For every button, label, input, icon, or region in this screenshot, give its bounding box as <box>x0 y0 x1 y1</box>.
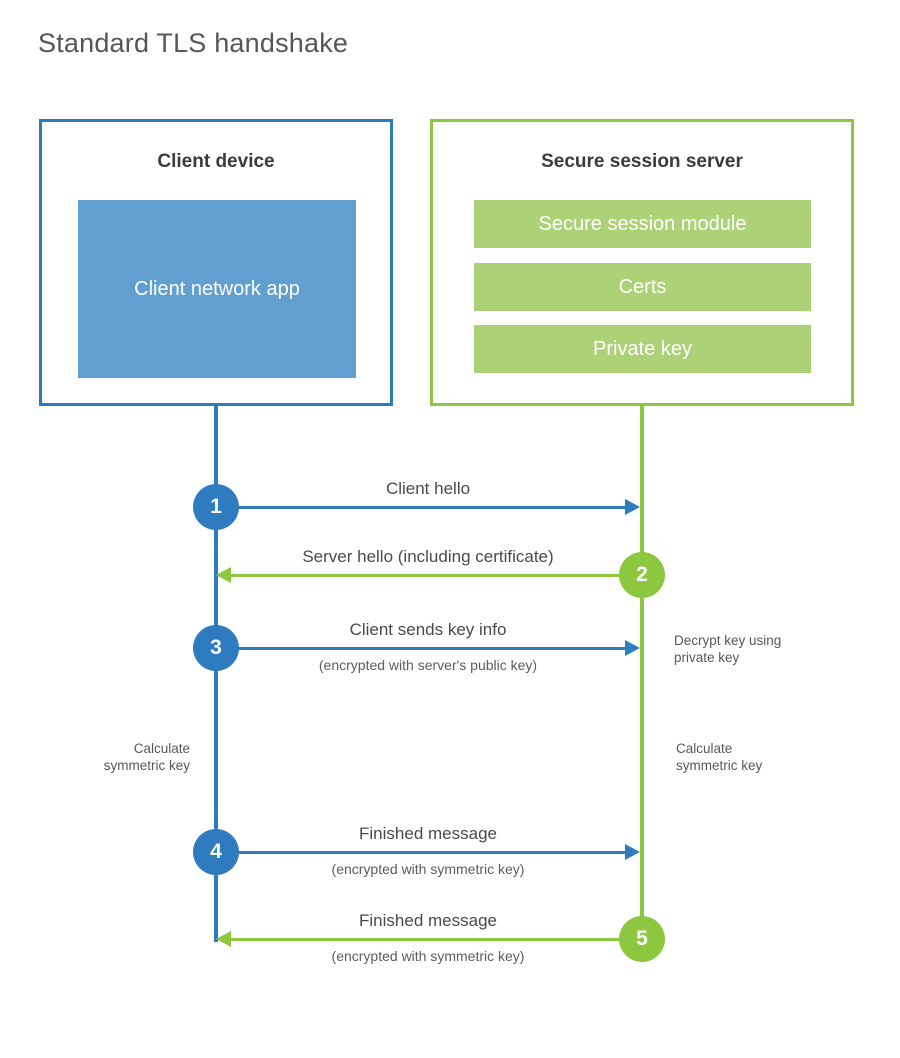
message-4-sublabel: (encrypted with symmetric key) <box>331 861 525 877</box>
client-device-box: Client device Client network app <box>39 119 393 406</box>
message-arrow-line <box>216 647 625 650</box>
server-band-secure-session-module: Secure session module <box>474 200 811 248</box>
server-band-label: Private key <box>593 337 692 360</box>
note-client-calculate-symmetric-key: Calculate symmetric key <box>103 741 190 773</box>
arrowhead-right-icon <box>625 640 640 656</box>
message-4-label: Finished message <box>359 824 497 843</box>
message-5-label: Finished message <box>359 911 497 930</box>
server-band-private-key: Private key <box>474 325 811 373</box>
arrowhead-right-icon <box>625 499 640 515</box>
step-marker-1[interactable]: 1 <box>193 484 239 530</box>
step-number: 4 <box>210 840 222 863</box>
step-number: 2 <box>636 563 648 586</box>
message-arrow-line <box>231 938 640 941</box>
step-number: 5 <box>636 927 648 950</box>
server-band-certs: Certs <box>474 263 811 311</box>
arrowhead-right-icon <box>625 844 640 860</box>
server-band-label: Certs <box>618 275 667 298</box>
step-marker-2[interactable]: 2 <box>619 552 665 598</box>
message-2-label: Server hello (including certificate) <box>302 547 554 566</box>
client-network-app-block: Client network app <box>78 200 356 378</box>
message-arrow-line <box>216 506 625 509</box>
client-lifeline <box>214 406 218 942</box>
step-marker-4[interactable]: 4 <box>193 829 239 875</box>
arrowhead-left-icon <box>216 567 231 583</box>
arrowhead-left-icon <box>216 931 231 947</box>
step-number: 1 <box>210 495 222 518</box>
note-server-decrypt-key: Decrypt key using private key <box>674 633 782 665</box>
client-device-title: Client device <box>157 151 275 172</box>
message-arrow-line <box>216 851 625 854</box>
step-number: 3 <box>210 636 222 659</box>
message-3-sublabel: (encrypted with server's public key) <box>318 657 538 673</box>
message-1-label: Client hello <box>385 479 471 498</box>
secure-session-server-title: Secure session server <box>541 151 743 172</box>
note-server-calculate-symmetric-key: Calculate symmetric key <box>676 741 763 773</box>
client-network-app-label: Client network app <box>134 277 300 300</box>
server-band-label: Secure session module <box>538 212 747 235</box>
server-lifeline <box>640 406 644 941</box>
secure-session-server-box: Secure session server Secure session mod… <box>430 119 854 406</box>
step-marker-5[interactable]: 5 <box>619 916 665 962</box>
step-marker-3[interactable]: 3 <box>193 625 239 671</box>
message-3-label: Client sends key info <box>349 620 507 639</box>
page-title: Standard TLS handshake <box>38 28 349 58</box>
message-5-sublabel: (encrypted with symmetric key) <box>331 948 525 964</box>
message-arrow-line <box>231 574 640 577</box>
